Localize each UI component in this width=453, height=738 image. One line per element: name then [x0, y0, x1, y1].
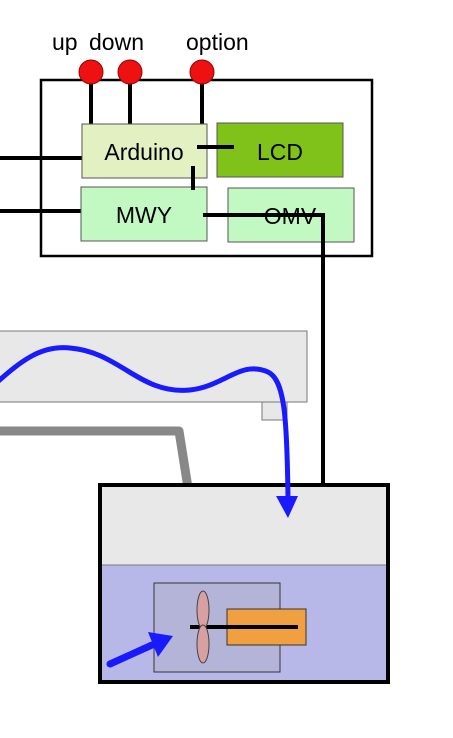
- up-button[interactable]: [78, 59, 104, 85]
- mwy-label: MWY: [116, 202, 172, 228]
- channel: [0, 330, 308, 403]
- flow-arrow-inlet: [106, 641, 156, 668]
- tank-outline: [98, 483, 390, 684]
- lcd-label: LCD: [257, 139, 303, 165]
- arduino-box: [81, 123, 208, 179]
- option-button-label: option: [186, 29, 249, 55]
- tank-air: [100, 485, 388, 565]
- down-button[interactable]: [117, 59, 143, 85]
- mwy-box: [80, 186, 208, 242]
- lcd-box: [216, 122, 344, 178]
- flow-arrow-channel-head: [276, 496, 298, 518]
- up-button-label: up: [52, 29, 78, 55]
- propeller-icon: [196, 590, 210, 664]
- channel-outlet: [261, 401, 288, 421]
- flow-arrow-channel: [0, 345, 291, 501]
- option-button[interactable]: [189, 59, 215, 85]
- flow-arrow-inlet-head: [148, 632, 173, 657]
- down-button-label: down: [89, 29, 144, 55]
- arduino-label: Arduino: [104, 139, 183, 165]
